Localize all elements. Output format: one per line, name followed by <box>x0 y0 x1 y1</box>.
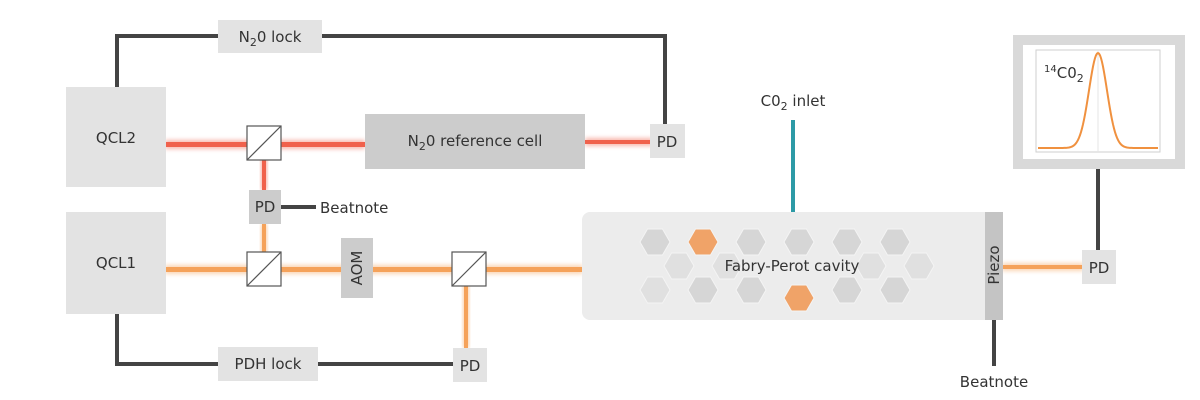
cavity-hexagon <box>639 228 671 256</box>
beam-splitter-middle <box>246 251 282 287</box>
beam-splitter-right <box>451 251 487 287</box>
beam-splitter-top <box>246 125 282 161</box>
cavity-hexagon <box>855 252 887 280</box>
cavity-hexagon <box>735 276 767 304</box>
cavity-hexagon <box>783 284 815 312</box>
piezo-label: Piezo <box>985 245 1003 284</box>
pd-beatnote-label: PD <box>255 198 276 216</box>
cavity-hexagon <box>663 252 695 280</box>
red-beam-down-to-beat-pd <box>261 145 267 190</box>
aom-label: AOM <box>348 251 366 286</box>
spectrum-label: 14C02 <box>1044 64 1084 85</box>
piezo <box>985 212 1003 320</box>
spectrum-monitor: 14C02 <box>1013 35 1185 169</box>
orange-beam-down-to-pdh-pd <box>463 270 469 348</box>
cavity-hexagon <box>831 228 863 256</box>
pd-cavity-label: PD <box>1089 259 1110 277</box>
n2o-reference-cell-label: N20 reference cell <box>408 132 543 153</box>
cavity-hexagon <box>879 276 911 304</box>
beatnote-left-label: Beatnote <box>320 199 388 217</box>
qcl2-laser <box>66 87 166 187</box>
pd-pdh <box>453 348 487 382</box>
qcl2-label: QCL2 <box>96 129 136 147</box>
pd-reference <box>650 124 685 158</box>
cavity-hexagon <box>903 252 935 280</box>
qcl1-laser <box>66 212 166 314</box>
orange-beam-up-to-beat-pd <box>261 224 267 269</box>
pdh-lock-box <box>218 347 318 381</box>
fabry-perot-cavity-label: Fabry-Perot cavity <box>725 257 860 275</box>
cavity-hexagon <box>879 228 911 256</box>
orange-beam-main <box>165 265 583 274</box>
pd-reference-label: PD <box>657 133 678 151</box>
cavity-hexagon <box>711 252 743 280</box>
cavity-hexagon <box>687 228 719 256</box>
cavity-hexagon <box>831 276 863 304</box>
cavity-hexagon <box>639 276 671 304</box>
beatnote-bottom-label: Beatnote <box>960 373 1028 391</box>
pd-pdh-label: PD <box>460 357 481 375</box>
red-beam-cell-to-pd <box>585 138 653 146</box>
cavity-hexagon <box>687 276 719 304</box>
n2o-reference-cell <box>365 114 585 169</box>
cavity-hex-grid <box>639 228 935 312</box>
spectrum-peak-curve <box>1038 51 1158 149</box>
pd-cavity <box>1082 250 1116 284</box>
n2o-lock-box <box>218 20 322 53</box>
n2o-lock-label: N20 lock <box>239 28 302 49</box>
pd-beatnote <box>249 190 281 224</box>
cavity-hexagon <box>783 228 815 256</box>
orange-beam-cavity-to-pd <box>1002 263 1084 271</box>
aom-box <box>341 238 373 298</box>
qcl1-label: QCL1 <box>96 254 136 272</box>
n2o-lock-wire <box>115 34 667 124</box>
pdh-lock-label: PDH lock <box>235 355 302 373</box>
pdh-lock-wire <box>115 314 456 366</box>
co2-inlet-label: C02 inlet <box>761 92 826 113</box>
cavity-hexagon <box>735 228 767 256</box>
